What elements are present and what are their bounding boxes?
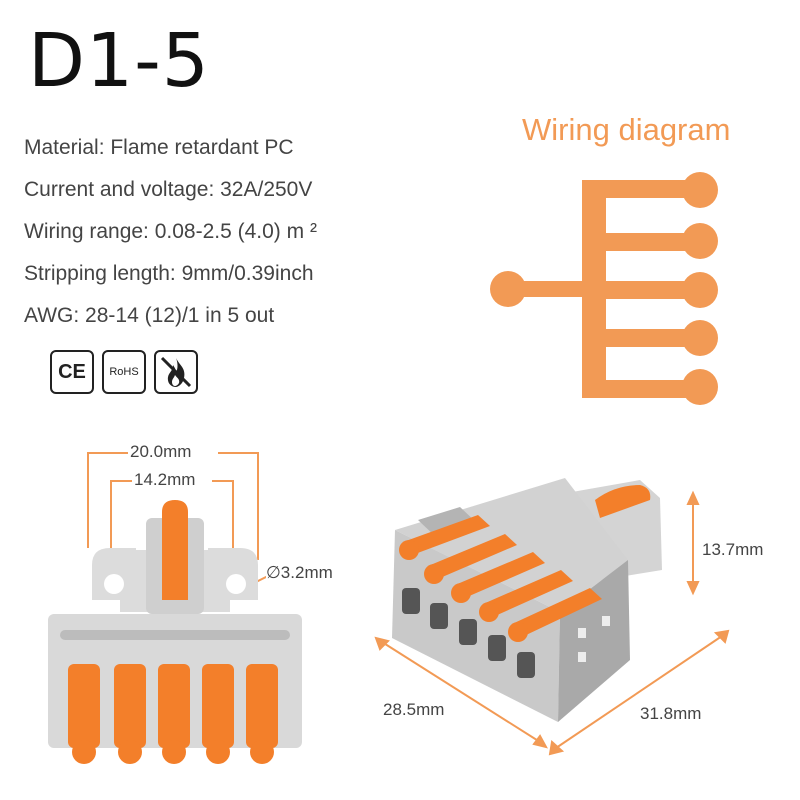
output-terminal-5	[682, 369, 718, 405]
output-terminal-3	[682, 272, 718, 308]
dim-outer-width: 20.0mm	[130, 442, 192, 462]
output-wire-4	[582, 329, 700, 347]
dim-inner-width: 14.2mm	[134, 470, 196, 490]
rohs-badge: RoHS	[102, 350, 146, 394]
output-wire-3	[582, 281, 700, 299]
dim-length: 31.8mm	[640, 704, 702, 724]
output-terminal-4	[682, 320, 718, 356]
spec-wiring-range: Wiring range: 0.08-2.5 (4.0) m ²	[24, 220, 317, 243]
certification-badges: CE RoHS	[50, 350, 198, 394]
ce-badge: CE	[50, 350, 94, 394]
spec-awg: AWG: 28-14 (12)/1 in 5 out	[24, 304, 275, 327]
bus-bar	[582, 180, 606, 398]
spec-current-voltage: Current and voltage: 32A/250V	[24, 178, 313, 201]
output-wire-2	[582, 233, 700, 251]
product-title: D1-5	[28, 18, 210, 104]
wiring-diagram-title: Wiring diagram	[522, 112, 731, 147]
input-wire	[508, 281, 584, 297]
input-terminal	[490, 271, 526, 307]
output-terminal-2	[682, 223, 718, 259]
output-wire-5	[582, 380, 700, 398]
dim-height: 13.7mm	[702, 540, 764, 560]
output-wire-1	[582, 180, 700, 198]
dim-hole-diameter: ∅3.2mm	[266, 563, 333, 583]
spec-material: Material: Flame retardant PC	[24, 136, 294, 159]
flame-retardant-icon	[154, 350, 198, 394]
spec-list: Material: Flame retardant PC Current and…	[24, 130, 317, 340]
spec-stripping-length: Stripping length: 9mm/0.39inch	[24, 262, 314, 285]
output-terminal-1	[682, 172, 718, 208]
dim-depth: 28.5mm	[383, 700, 445, 720]
